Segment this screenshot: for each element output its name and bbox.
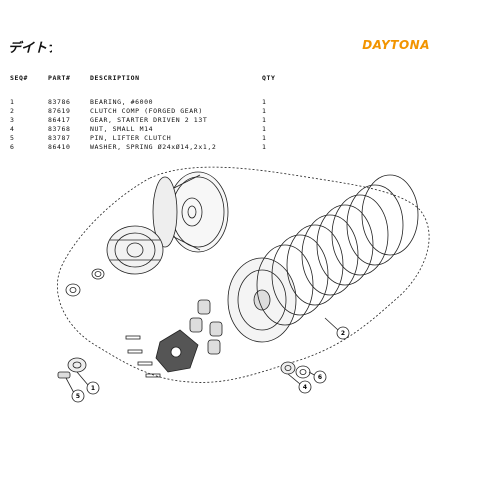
- row-part: 83786: [48, 98, 71, 106]
- callout-label: 1: [91, 385, 95, 392]
- row-description: PIN, LIFTER CLUTCH: [90, 134, 172, 142]
- row-description: GEAR, STARTER DRIVEN 2 13T: [90, 116, 208, 124]
- row-qty: 1: [262, 107, 267, 115]
- row-description: WASHER, SPRING Ø24xØ14,2x1,2: [90, 143, 217, 151]
- row-qty: 1: [262, 125, 267, 133]
- row-description: NUT, SMALL M14: [90, 125, 154, 133]
- callout-6: 6: [313, 370, 327, 384]
- clutch-assembly-boundary: [57, 166, 430, 383]
- row-qty: 1: [262, 143, 267, 151]
- row-qty: 1: [262, 116, 267, 124]
- col-header-seq: SEQ#: [10, 74, 29, 82]
- washer-spring: [295, 365, 311, 379]
- leader-line-1: [76, 371, 89, 386]
- col-header-description: DESCRIPTION: [90, 74, 140, 82]
- row-qty: 1: [262, 98, 267, 106]
- row-seq: 1: [10, 98, 15, 106]
- spring-washer-small: [91, 268, 105, 280]
- clutch-bolts: [125, 335, 161, 378]
- row-seq: 2: [10, 107, 15, 115]
- col-header-qty: QTY: [262, 74, 276, 82]
- callout-1: 1: [86, 381, 100, 395]
- callout-2: 2: [336, 326, 350, 340]
- jp-logo-text: デイトナ: [8, 40, 52, 56]
- daytona-jp-logo: デイトナ: [8, 40, 52, 56]
- brand-logo: DAYTONA: [362, 38, 430, 52]
- callout-label: 6: [318, 374, 322, 381]
- clutch-springs: [189, 299, 223, 355]
- row-part: 86410: [48, 143, 71, 151]
- leader-line-5: [65, 377, 75, 394]
- row-part: 83768: [48, 125, 71, 133]
- bearing: [67, 357, 87, 373]
- row-qty: 1: [262, 134, 267, 142]
- leader-line-4: [287, 373, 301, 385]
- leader-line-2: [324, 317, 339, 331]
- clutch-inner-hub: [106, 225, 164, 275]
- callout-label: 2: [341, 330, 345, 337]
- row-description: BEARING, #6000: [90, 98, 154, 106]
- clutch-outer-housing: [152, 171, 229, 253]
- nut-m14: [280, 361, 296, 375]
- row-seq: 5: [10, 134, 15, 142]
- callout-label: 5: [76, 393, 80, 400]
- row-description: CLUTCH COMP (FORGED GEAR): [90, 107, 203, 115]
- nut-small: [65, 283, 81, 297]
- callout-5: 5: [71, 389, 85, 403]
- row-seq: 6: [10, 143, 15, 151]
- row-part: 83787: [48, 134, 71, 142]
- pressure-plate: [227, 257, 297, 343]
- row-part: 87619: [48, 107, 71, 115]
- lifter-plate: [155, 329, 199, 373]
- col-header-part: PART#: [48, 74, 71, 82]
- lifter-pin: [57, 371, 71, 379]
- clutch-plate-stack: [256, 174, 419, 326]
- row-part: 86417: [48, 116, 71, 124]
- callout-label: 4: [303, 384, 307, 391]
- callout-4: 4: [298, 380, 312, 394]
- row-seq: 3: [10, 116, 15, 124]
- row-seq: 4: [10, 125, 15, 133]
